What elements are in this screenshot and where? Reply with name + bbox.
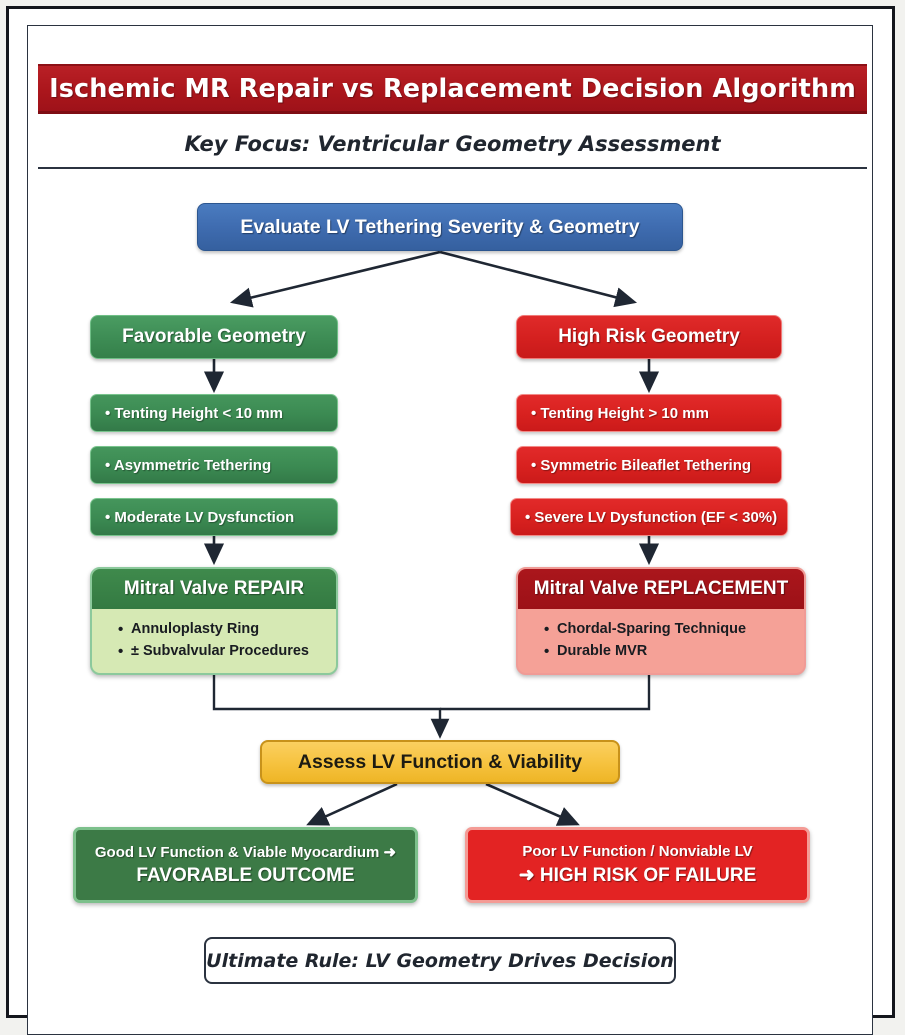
poster-frame: Ischemic MR Repair vs Replacement Decisi… <box>6 6 898 1035</box>
node-favorable-geometry[interactable]: Favorable Geometry <box>90 315 338 359</box>
outcome-favorable-line2: FAVORABLE OUTCOME <box>136 865 355 886</box>
card-mitral-valve-repair[interactable]: Mitral Valve REPAIR Annuloplasty Ring ± … <box>90 567 338 675</box>
card-replacement-item-2: Durable MVR <box>544 640 804 664</box>
card-repair-item-2: ± Subvalvular Procedures <box>118 640 336 664</box>
criterion-left-1[interactable]: • Tenting Height < 10 mm <box>90 394 338 432</box>
card-repair-title: Mitral Valve REPAIR <box>92 569 336 609</box>
card-replacement-title: Mitral Valve REPLACEMENT <box>518 569 804 609</box>
outcome-favorable[interactable]: Good LV Function & Viable Myocardium ➜ F… <box>73 827 418 903</box>
node-assess-lv-function[interactable]: Assess LV Function & Viability <box>260 740 620 784</box>
criterion-left-2[interactable]: • Asymmetric Tethering <box>90 446 338 484</box>
node-favorable-geometry-label: Favorable Geometry <box>122 326 306 347</box>
ultimate-rule-box: Ultimate Rule: LV Geometry Drives Decisi… <box>204 937 676 984</box>
card-replacement-item-1: Chordal-Sparing Technique <box>544 618 804 642</box>
criterion-right-3[interactable]: • Severe LV Dysfunction (EF < 30%) <box>510 498 788 536</box>
page-subtitle-text: Key Focus: Ventricular Geometry Assessme… <box>184 132 721 156</box>
criterion-left-3-label: • Moderate LV Dysfunction <box>105 508 295 526</box>
ultimate-rule-text: Ultimate Rule: LV Geometry Drives Decisi… <box>206 949 674 972</box>
criterion-right-3-label: • Severe LV Dysfunction (EF < 30%) <box>525 508 778 526</box>
outcome-favorable-line1: Good LV Function & Viable Myocardium ➜ <box>94 844 397 861</box>
outcome-high-risk-failure[interactable]: Poor LV Function / Nonviable LV ➜ HIGH R… <box>465 827 810 903</box>
outcome-failure-line1: Poor LV Function / Nonviable LV <box>522 843 753 860</box>
card-repair-list: Annuloplasty Ring ± Subvalvular Procedur… <box>92 609 336 664</box>
outcome-failure-line2: ➜ HIGH RISK OF FAILURE <box>518 865 757 886</box>
criterion-right-2[interactable]: • Symmetric Bileaflet Tethering <box>516 446 782 484</box>
criterion-left-1-label: • Tenting Height < 10 mm <box>105 404 283 422</box>
algorithm-diagram: Ischemic MR Repair vs Replacement Decisi… <box>9 9 898 1021</box>
criterion-left-3[interactable]: • Moderate LV Dysfunction <box>90 498 338 536</box>
node-evaluate-lv-tethering[interactable]: Evaluate LV Tethering Severity & Geometr… <box>197 203 683 251</box>
criterion-left-2-label: • Asymmetric Tethering <box>105 456 272 474</box>
node-high-risk-geometry[interactable]: High Risk Geometry <box>516 315 782 359</box>
criterion-right-1-label: • Tenting Height > 10 mm <box>531 404 709 422</box>
card-repair-item-1: Annuloplasty Ring <box>118 618 336 642</box>
card-mitral-valve-replacement[interactable]: Mitral Valve REPLACEMENT Chordal-Sparing… <box>516 567 806 675</box>
card-replacement-list: Chordal-Sparing Technique Durable MVR <box>518 609 804 664</box>
node-evaluate-lv-tethering-label: Evaluate LV Tethering Severity & Geometr… <box>240 215 640 238</box>
page-title-text: Ischemic MR Repair vs Replacement Decisi… <box>49 73 856 104</box>
page-subtitle: Key Focus: Ventricular Geometry Assessme… <box>38 121 867 169</box>
node-high-risk-geometry-label: High Risk Geometry <box>558 326 740 347</box>
criterion-right-1[interactable]: • Tenting Height > 10 mm <box>516 394 782 432</box>
node-assess-lv-function-label: Assess LV Function & Viability <box>297 750 583 773</box>
page-title: Ischemic MR Repair vs Replacement Decisi… <box>38 64 867 114</box>
criterion-right-2-label: • Symmetric Bileaflet Tethering <box>531 456 752 474</box>
